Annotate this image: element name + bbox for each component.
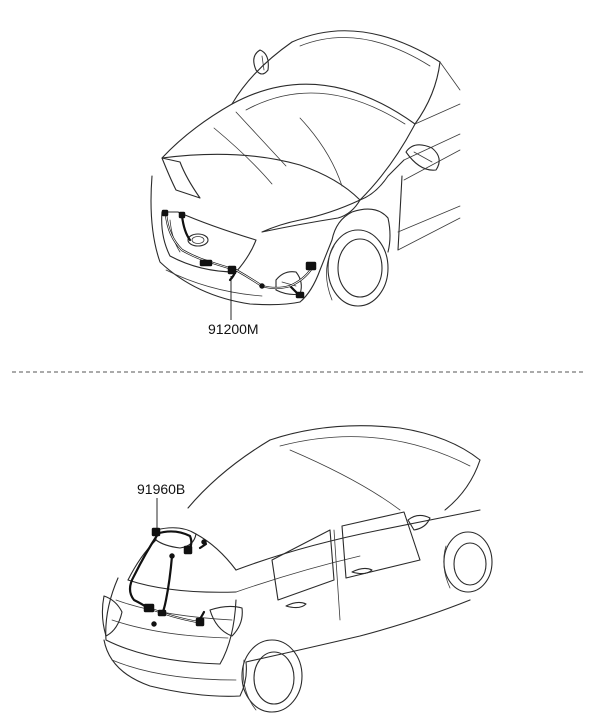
rear-wiring-harness [128, 527, 208, 627]
front-part-number: 91200M [208, 321, 259, 337]
rear-car-illustration [101, 425, 493, 713]
front-wiring-harness [161, 209, 317, 299]
rear-part-number: 91960B [137, 481, 185, 497]
front-car-illustration [150, 30, 461, 307]
